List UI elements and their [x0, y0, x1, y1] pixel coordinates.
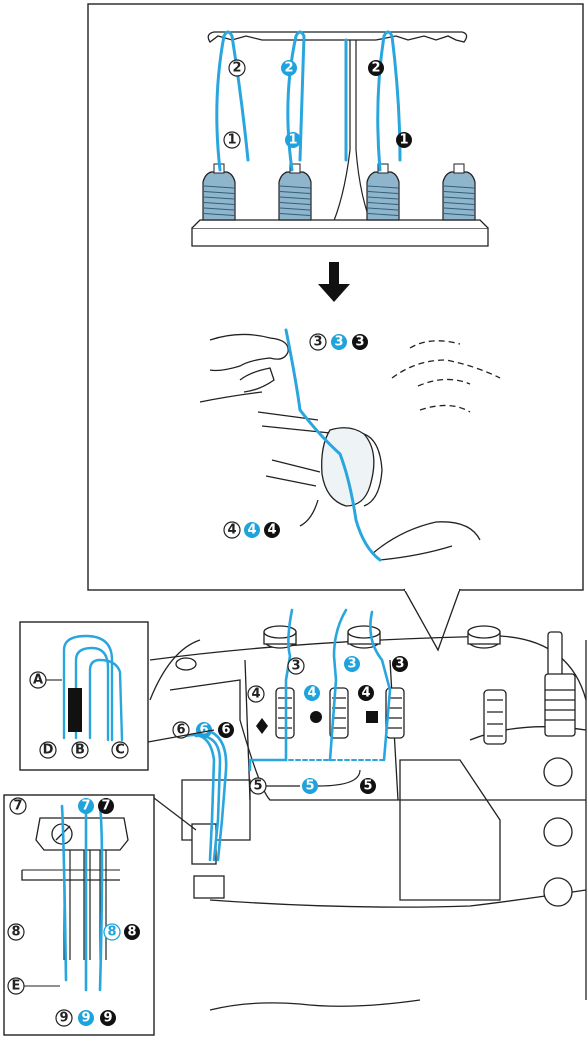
svg-text:2: 2: [284, 61, 293, 76]
label-n-step9-blue: 9: [78, 1010, 94, 1026]
svg-text:D: D: [43, 743, 54, 758]
label-m-step3-outline: 3: [288, 658, 304, 674]
svg-text:5: 5: [363, 779, 372, 794]
label-n-step8-outline: 8: [8, 924, 24, 940]
svg-text:3: 3: [334, 335, 343, 350]
label-step1-black: 1: [396, 132, 412, 148]
svg-text:4: 4: [361, 686, 370, 701]
label-n-step8-black: 8: [124, 924, 140, 940]
svg-text:3: 3: [395, 657, 404, 672]
label-m-step6-black: 6: [218, 722, 234, 738]
label-n-step7-blue: 7: [78, 798, 94, 814]
svg-text:5: 5: [305, 779, 314, 794]
label-m-step3-black: 3: [392, 656, 408, 672]
svg-text:4: 4: [247, 523, 256, 538]
label-m-step4-blue: 4: [304, 685, 320, 701]
label-inset-b: B: [72, 742, 88, 758]
label-inset-e: E: [8, 978, 24, 994]
label-m-step6-blue: 6: [196, 722, 212, 738]
svg-text:6: 6: [221, 723, 230, 738]
label-step3-outline: 3: [310, 334, 326, 350]
square-icon: [366, 711, 378, 723]
label-m-step5-outline: 5: [250, 778, 266, 794]
label-step1-blue: 1: [285, 132, 301, 148]
svg-text:3: 3: [347, 657, 356, 672]
label-n-step9-black: 9: [100, 1010, 116, 1026]
spool-stand: [192, 220, 488, 246]
svg-text:2: 2: [232, 61, 241, 76]
svg-text:C: C: [115, 743, 125, 758]
label-n-step7-outline: 7: [10, 798, 26, 814]
svg-text:8: 8: [11, 925, 20, 940]
svg-text:8: 8: [107, 925, 116, 940]
label-m-step4-black: 4: [358, 685, 374, 701]
svg-text:4: 4: [267, 523, 276, 538]
svg-text:3: 3: [291, 659, 300, 674]
svg-text:E: E: [12, 979, 21, 994]
label-m-step5-blue: 5: [302, 778, 318, 794]
label-step4-group: 4 4 4: [224, 522, 280, 538]
svg-text:2: 2: [371, 61, 380, 76]
inset-needles: 7 7 7 8 8 8 E 9 9 9: [4, 795, 196, 1035]
inset-loopers: A D B C: [20, 622, 214, 770]
dial-symbols: [256, 711, 378, 734]
label-step3-black: 3: [352, 334, 368, 350]
svg-text:1: 1: [399, 133, 408, 148]
svg-text:1: 1: [288, 133, 297, 148]
svg-text:9: 9: [103, 1011, 112, 1026]
circle-icon: [310, 711, 322, 723]
label-step4-black: 4: [264, 522, 280, 538]
label-m-step5-black: 5: [360, 778, 376, 794]
svg-text:9: 9: [81, 1011, 90, 1026]
label-step3-blue: 3: [331, 334, 347, 350]
svg-text:B: B: [75, 743, 85, 758]
label-step4-outline: 4: [224, 522, 240, 538]
label-n-step9-outline: 9: [56, 1010, 72, 1026]
label-n-step8-cyan: 8: [104, 924, 120, 940]
svg-text:4: 4: [307, 686, 316, 701]
label-step3-group: 3 3 3: [310, 334, 368, 350]
label-step2-black: 2: [368, 60, 384, 76]
svg-text:4: 4: [251, 687, 260, 702]
svg-text:3: 3: [355, 335, 364, 350]
svg-text:7: 7: [101, 799, 110, 814]
svg-text:4: 4: [227, 523, 236, 538]
svg-text:6: 6: [199, 723, 208, 738]
svg-text:9: 9: [59, 1011, 68, 1026]
label-step4-blue: 4: [244, 522, 260, 538]
top-panel: 2 2 2 1 1 1: [88, 4, 583, 590]
label-inset-d: D: [40, 742, 56, 758]
svg-text:A: A: [33, 673, 43, 688]
svg-text:7: 7: [81, 799, 90, 814]
label-inset-c: C: [112, 742, 128, 758]
svg-text:5: 5: [253, 779, 262, 794]
svg-text:8: 8: [127, 925, 136, 940]
label-inset-a: A: [30, 672, 46, 688]
diamond-icon: [256, 718, 268, 734]
svg-text:3: 3: [313, 335, 322, 350]
label-m-step4-outline: 4: [248, 686, 264, 702]
svg-text:1: 1: [227, 133, 236, 148]
label-step2-outline: 2: [229, 60, 245, 76]
label-n-step7-black: 7: [98, 798, 114, 814]
label-m-step3-blue: 3: [344, 656, 360, 672]
serger-machine: [150, 626, 586, 1010]
label-step1-outline: 1: [224, 132, 240, 148]
label-step2-blue: 2: [281, 60, 297, 76]
callout-pointer: [404, 586, 460, 650]
svg-text:7: 7: [13, 799, 22, 814]
